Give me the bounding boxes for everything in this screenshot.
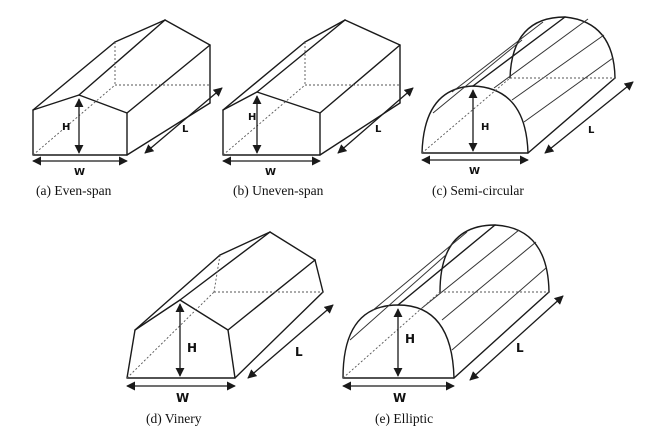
semi-circular-length-label: L	[588, 125, 595, 136]
semi-circular-length-arrow	[544, 81, 634, 154]
elliptic-length-arrow	[469, 295, 564, 381]
caption-elliptic: (e) Elliptic	[375, 411, 433, 426]
caption-semi-circular: (c) Semi-circular	[432, 183, 524, 198]
semi-circular-width-label: W	[469, 166, 480, 177]
even-span-width-label: W	[74, 167, 85, 178]
caption-uneven-span: (b) Uneven-span	[233, 183, 324, 198]
uneven-span-length-label: L	[375, 124, 382, 135]
caption-vinery: (d) Vinery	[146, 411, 202, 426]
diagram-uneven-span: H W L (b) Uneven-span	[222, 19, 414, 198]
semi-circular-house	[421, 16, 616, 154]
elliptic-width-label: W	[393, 391, 406, 405]
vinery-length-label: L	[295, 345, 303, 359]
diagram-semi-circular: H W L (c) Semi-circular	[421, 16, 634, 198]
even-span-length-label: L	[182, 124, 189, 135]
vinery-width-label: W	[176, 391, 189, 405]
even-span-length-arrow	[144, 87, 223, 154]
uneven-span-width-label: W	[265, 167, 276, 178]
uneven-span-length-arrow	[337, 87, 414, 154]
vinery-house	[126, 231, 324, 379]
semi-circular-height-label: H	[481, 122, 489, 133]
diagram-even-span: H W L (a) Even-span	[32, 19, 223, 198]
vinery-height-label: H	[187, 341, 197, 355]
caption-even-span: (a) Even-span	[36, 183, 112, 198]
even-span-height-label: H	[62, 122, 70, 133]
elliptic-house	[342, 224, 550, 379]
uneven-span-height-label: H	[248, 112, 256, 123]
uneven-span-house	[222, 19, 401, 156]
diagram-vinery: H W L (d) Vinery	[126, 231, 334, 426]
diagram-elliptic: H W L (e) Elliptic	[342, 224, 564, 426]
elliptic-height-label: H	[405, 332, 415, 346]
elliptic-length-label: L	[516, 341, 524, 355]
vinery-length-arrow	[247, 304, 334, 379]
